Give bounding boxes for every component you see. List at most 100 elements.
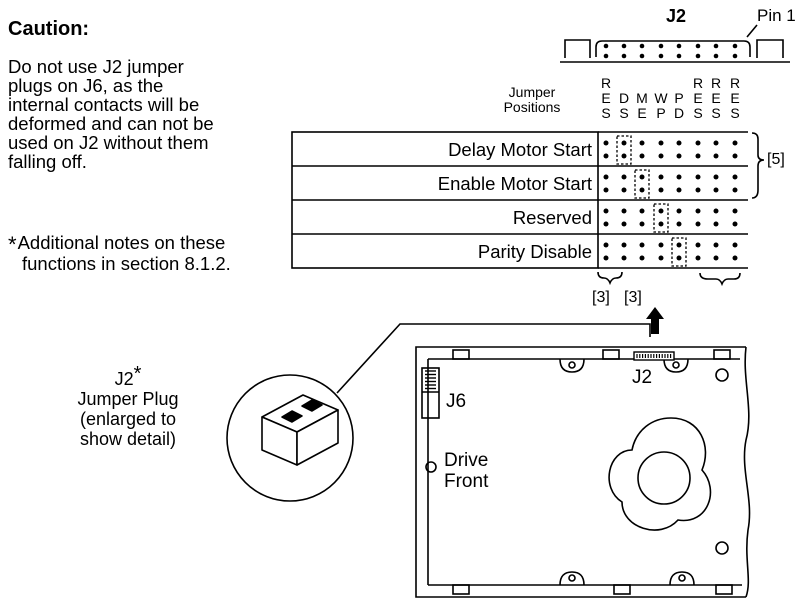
table-pin — [732, 187, 738, 193]
connector-pin — [621, 43, 627, 49]
table-pin — [621, 208, 627, 214]
table-pin — [695, 208, 701, 214]
column-header-letter: S — [730, 105, 739, 121]
jumper-table — [291, 131, 765, 287]
table-pin — [603, 242, 609, 248]
table-pin — [732, 153, 738, 159]
jumper-position-marker — [616, 135, 632, 165]
connector-pin — [639, 53, 645, 59]
jumper-positions-line: Jumper — [508, 84, 556, 100]
table-pin — [732, 208, 738, 214]
column-header-letter: E — [601, 90, 610, 106]
pin1-leader — [746, 24, 758, 38]
column-header-letter: R — [693, 75, 703, 91]
pin1-label: Pin 1 — [757, 6, 796, 25]
bracket-right — [751, 132, 765, 199]
table-pin — [732, 140, 738, 146]
drive-tab — [715, 584, 733, 595]
row-label-reserved: Reserved — [512, 207, 592, 228]
table-pin — [621, 187, 627, 193]
connector-body — [595, 40, 751, 57]
table-pin — [621, 140, 627, 146]
table-pin — [713, 221, 719, 227]
plug-hole — [281, 410, 303, 423]
footnote-star: * — [8, 232, 17, 257]
table-pin — [713, 255, 719, 261]
drive-front-line: Drive — [444, 450, 489, 471]
callout-leader — [336, 323, 651, 394]
caution-line: internal contacts will be — [8, 94, 200, 115]
caution-line: falling off. — [8, 151, 87, 172]
caution-line: Do not use J2 jumper — [8, 56, 184, 77]
table-pin — [603, 221, 609, 227]
table-pin — [658, 153, 664, 159]
table-pin — [639, 255, 645, 261]
table-pin — [658, 174, 664, 180]
drive-tab — [452, 584, 470, 595]
bracket-bottom-right — [699, 272, 741, 287]
table-pin — [732, 174, 738, 180]
table-pin — [676, 242, 682, 248]
row-label-parity-disable: Parity Disable — [477, 241, 592, 262]
table-pin — [603, 208, 609, 214]
table-pin — [713, 187, 719, 193]
table-pin — [658, 208, 664, 214]
bracket-note-5: [5] — [767, 151, 785, 168]
drive-tab — [613, 584, 631, 595]
column-header-letter: E — [637, 105, 646, 121]
table-pin — [676, 208, 682, 214]
table-pin — [695, 221, 701, 227]
j6-connector-pins — [425, 370, 436, 390]
footnote-line: functions in section 8.1.2. — [22, 253, 231, 274]
table-pin — [658, 187, 664, 193]
drive-screw — [672, 361, 680, 369]
table-pin — [713, 140, 719, 146]
table-pin — [621, 153, 627, 159]
connector-pin — [603, 43, 609, 49]
table-pin — [639, 242, 645, 248]
drive-tab — [452, 349, 470, 360]
caution-line: used on J2 without them — [8, 132, 209, 153]
drive-screw — [678, 574, 686, 582]
table-pin — [713, 153, 719, 159]
column-header-letter: M — [636, 90, 648, 106]
connector-pin — [658, 53, 664, 59]
table-pin — [695, 255, 701, 261]
table-pin — [639, 153, 645, 159]
drive-j6-label: J6 — [446, 391, 467, 412]
caution-text: Do not use J2 jumper plugs on J6, as the… — [8, 57, 293, 171]
table-pin — [639, 221, 645, 227]
jumper-positions-label: Jumper Positions — [488, 85, 576, 115]
column-header-letter: W — [654, 90, 668, 106]
table-pin — [676, 174, 682, 180]
drive-front-line: Front — [444, 471, 489, 492]
drive-j2-label: J2 — [632, 367, 653, 388]
connector-pin — [695, 43, 701, 49]
jumper-plug-star: * — [133, 363, 142, 385]
drive-screw-outer — [715, 541, 729, 555]
table-pin — [603, 140, 609, 146]
connector-pin — [603, 53, 609, 59]
caution-line: deformed and can not be — [8, 113, 214, 134]
caution-line: plugs on J6, as the — [8, 75, 164, 96]
column-header-letter: E — [711, 90, 720, 106]
table-pin — [676, 187, 682, 193]
drive-board-edge — [415, 346, 746, 598]
connector-pin — [713, 53, 719, 59]
jumper-plug-callout — [226, 323, 651, 502]
bracket-bottom-left — [597, 271, 623, 286]
jumper-positions-line: Positions — [503, 99, 561, 115]
drive-mount-notch — [559, 571, 585, 586]
column-header-letter: E — [730, 90, 739, 106]
jumper-plug-line: show detail) — [79, 429, 177, 449]
j6-connector — [421, 367, 440, 419]
row-label-delay-motor-start: Delay Motor Start — [448, 139, 592, 160]
drive-mount-notch — [669, 571, 695, 586]
connector-pin — [676, 53, 682, 59]
drive-screw-outer — [715, 368, 729, 382]
callout-circle — [226, 374, 354, 502]
connector-wing-left — [564, 39, 591, 58]
connector-pin — [732, 43, 738, 49]
